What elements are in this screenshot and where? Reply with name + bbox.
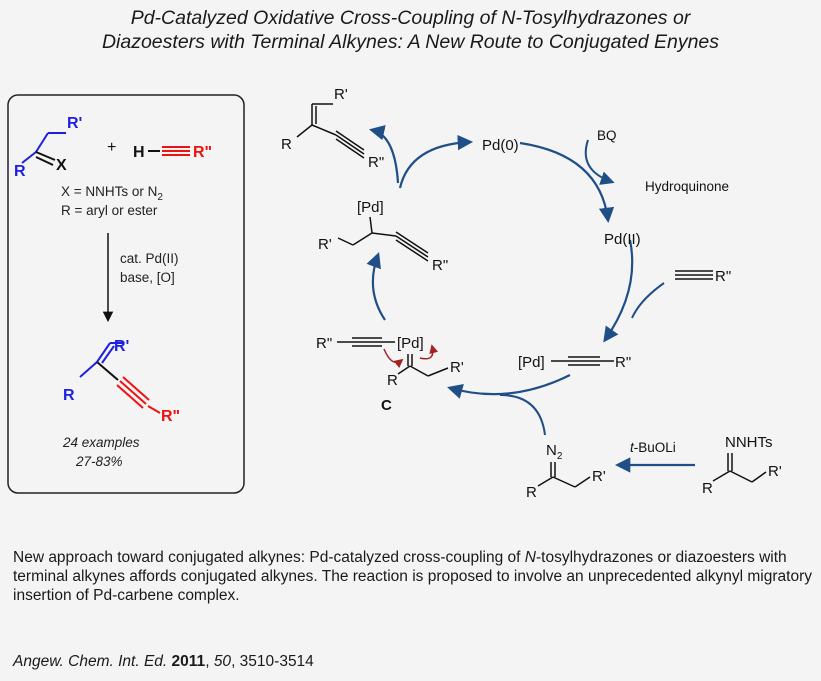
r-definition: R = aryl or ester xyxy=(61,203,158,218)
substrate-carbonyl xyxy=(21,132,66,166)
product-enyne xyxy=(79,342,161,414)
citation-pages: , 3510-3514 xyxy=(231,653,314,670)
summary-part-b: -tosylhydrazones or diazoesters with ter… xyxy=(13,549,812,604)
pd-alkynyl-pd: [Pd] xyxy=(518,354,545,371)
product-r-prime: R' xyxy=(114,338,129,355)
title-line-1: Pd-Catalyzed Oxidative Cross-Coupling of… xyxy=(130,7,691,29)
cycle-arrow-top xyxy=(398,134,474,189)
substrate-r: R xyxy=(14,163,26,180)
hydrazone-r-prime: R' xyxy=(768,463,782,480)
diazo-r-prime: R' xyxy=(592,468,606,485)
alkyne-in-arrow xyxy=(631,282,665,319)
cycle-arrow-product-release xyxy=(368,125,400,184)
terminal-alkyne-bond xyxy=(148,146,190,156)
insertion-r-double-prime: R" xyxy=(432,257,448,274)
substrate-r-prime: R' xyxy=(67,115,82,132)
substrate-x: X xyxy=(56,157,67,174)
summary-panel: R' R X + H R" X = NNHTs or N2 R = aryl o… xyxy=(7,94,245,494)
carbene-r-double-prime: R" xyxy=(316,335,332,352)
product-r: R xyxy=(63,387,75,404)
insertion-pd: [Pd] xyxy=(357,199,384,216)
condition-base: base, [O] xyxy=(120,270,175,285)
citation-year: 2011 xyxy=(171,653,206,670)
bq-label: BQ xyxy=(597,128,617,143)
carbene-skeleton xyxy=(397,354,449,377)
carbene-r: R xyxy=(387,372,398,389)
panel-border xyxy=(7,94,245,494)
diazo-n: N2 xyxy=(546,442,563,462)
summary-n-italic: N xyxy=(524,549,536,566)
citation-volume: 50 xyxy=(213,653,232,670)
curly-arrow-left xyxy=(383,348,404,369)
summary-text: New approach toward conjugated alkynes: … xyxy=(13,548,813,605)
incoming-alkyne xyxy=(675,270,713,280)
condition-catalyst: cat. Pd(II) xyxy=(120,251,179,266)
cycle-product-r: R xyxy=(281,136,292,153)
citation-journal: Angew. Chem. Int. Ed. xyxy=(13,653,168,670)
migratory-insertion-arrow xyxy=(366,252,386,321)
hydrazone-r: R xyxy=(702,480,713,497)
pd-alkynyl-r: R" xyxy=(615,354,631,371)
citation: Angew. Chem. Int. Ed. 2011, 50, 3510-351… xyxy=(13,653,314,670)
carbene-pd: [Pd] xyxy=(397,335,424,352)
hydrazone-n: NNHTs xyxy=(725,434,773,451)
carbene-formation-arrow xyxy=(447,374,571,399)
diazo-r: R xyxy=(526,484,537,501)
cycle-product-r-double-prime: R" xyxy=(368,154,384,171)
bq-in-arrow xyxy=(584,139,615,185)
cycle-product-skeleton xyxy=(296,103,365,159)
carbene-alkynyl xyxy=(337,337,395,347)
insertion-skeleton xyxy=(337,216,429,262)
page-title: Pd-Catalyzed Oxidative Cross-Coupling of… xyxy=(0,6,821,54)
hydroquinone-label: Hydroquinone xyxy=(645,179,729,194)
alkyne-h: H xyxy=(133,144,145,161)
incoming-alkyne-r: R" xyxy=(715,268,731,285)
yield-range: 27-83% xyxy=(75,454,123,469)
pd0-label: Pd(0) xyxy=(482,137,519,154)
intermediate-c-label: C xyxy=(381,397,392,414)
examples-count: 24 examples xyxy=(62,435,140,450)
plus-sign: + xyxy=(107,139,116,156)
cycle-product-r-prime: R' xyxy=(334,86,348,103)
cycle-arrow-oxidation xyxy=(519,141,615,224)
pd-alkynyl-bond xyxy=(551,356,614,366)
product-r-double-prime: R" xyxy=(161,408,180,425)
alkyne-r-double-prime: R" xyxy=(193,144,212,161)
hydrazone-skeleton xyxy=(712,453,767,483)
title-line-2: Diazoesters with Terminal Alkynes: A New… xyxy=(101,31,720,53)
insertion-r-prime: R' xyxy=(318,236,332,253)
carbene-r-prime: R' xyxy=(450,359,464,376)
x-definition: X = NNHTs or N2 xyxy=(61,184,163,203)
base-label: t-BuOLi xyxy=(630,440,676,455)
transmetalation-arrow xyxy=(603,239,634,343)
diazo-skeleton xyxy=(537,462,591,488)
diazo-in-arrow xyxy=(499,394,546,436)
catalytic-cycle: Pd(0) BQ Hydroquinone Pd(II) R" [Pd] R" … xyxy=(281,86,782,501)
pd2-label: Pd(II) xyxy=(604,231,641,248)
summary-part-a: New approach toward conjugated alkynes: … xyxy=(13,549,525,566)
curly-arrow-right xyxy=(419,344,439,360)
